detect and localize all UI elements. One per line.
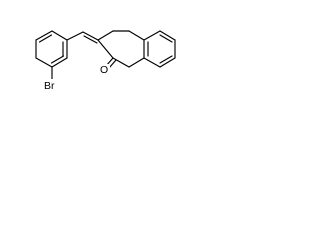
ring-double-bond-inner <box>38 34 53 43</box>
ring-bond <box>35 30 53 41</box>
vinyl-double-bond-inner <box>83 35 98 44</box>
ring-bond <box>159 57 176 68</box>
ring-bond <box>159 30 176 41</box>
ring-bond <box>143 30 161 41</box>
bromine-atom-label: Br <box>44 80 55 92</box>
ring-bond <box>35 57 53 68</box>
bromophenyl-ring <box>35 30 68 80</box>
ring-bond <box>143 57 161 68</box>
ring-double-bond-inner <box>159 55 173 64</box>
bromine-label-mask <box>43 79 61 92</box>
ring-double-bond-inner <box>50 55 65 64</box>
molecule-diagram: O Br <box>0 0 200 122</box>
ring-bond <box>128 30 145 41</box>
ring-bond <box>51 30 68 41</box>
oxygen-label-mask <box>99 64 110 76</box>
ring-bond <box>97 30 114 41</box>
tetralone-ring <box>97 30 145 69</box>
exocyclic-linker <box>66 31 99 44</box>
vinyl-double-bond <box>82 31 99 41</box>
oxygen-atom-label: O <box>100 64 108 76</box>
ring-bond <box>51 57 68 68</box>
carbonyl-bond-inner <box>108 59 117 69</box>
structure-svg: O Br <box>35 30 176 92</box>
fused-benzene-ring <box>143 30 176 68</box>
ring-to-vinyl-bond <box>66 31 84 41</box>
ring-double-bond-inner <box>159 34 173 43</box>
ring-bond <box>97 39 114 59</box>
ring-bond <box>128 57 145 68</box>
ring-bond <box>112 57 130 68</box>
